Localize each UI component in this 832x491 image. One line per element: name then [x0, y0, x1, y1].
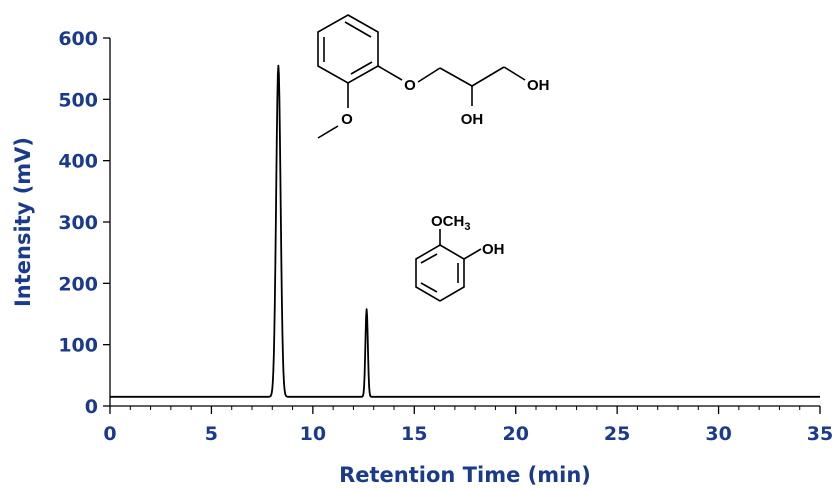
x-tick-label: 10 [300, 423, 326, 445]
aromatic-bond [420, 282, 438, 293]
x-tick-label: 20 [502, 423, 528, 445]
axes: 0 100 200 300 400 500 600 0 5 10 15 20 25 30 35 [58, 28, 832, 445]
x-tick-label: 35 [807, 423, 832, 445]
y-ticks: 0 100 200 300 400 500 600 [58, 28, 110, 418]
x-axis-title: Retention Time (min) [339, 463, 591, 487]
bond [471, 66, 505, 87]
peak-markers [278, 66, 366, 310]
bond [463, 248, 482, 260]
bond [317, 125, 339, 139]
y-tick-label: 400 [58, 151, 98, 173]
och3-main: OCH [431, 213, 464, 230]
benzene-ring [415, 244, 465, 302]
aromatic-bond [350, 61, 373, 75]
atom-label-oh-terminal: OH [527, 77, 550, 94]
aromatic-bond [420, 253, 438, 264]
x-tick-label: 25 [604, 423, 630, 445]
x-minor-ticks [129, 406, 801, 410]
y-tick-label: 0 [85, 396, 98, 418]
atom-label-oh: OH [482, 241, 505, 258]
x-tick-label: 5 [205, 423, 218, 445]
y-tick-label: 200 [58, 273, 98, 295]
x-tick-label: 15 [401, 423, 427, 445]
x-tick-label: 30 [705, 423, 731, 445]
y-tick-label: 300 [58, 212, 98, 234]
bond [503, 66, 526, 81]
x-ticks: 0 5 10 15 20 25 30 35 [103, 406, 832, 445]
y-tick-label: 500 [58, 89, 98, 111]
y-tick-label: 600 [58, 28, 98, 50]
x-tick-label: 0 [103, 423, 116, 445]
bond [439, 67, 473, 87]
bond [417, 67, 441, 83]
chromatogram-trace [109, 64, 821, 398]
benzene-ring [317, 14, 379, 84]
bond [377, 65, 403, 81]
guaiacol-structure [415, 229, 482, 302]
atom-label-oh-side: OH [461, 111, 484, 128]
y-tick-label: 100 [58, 335, 98, 357]
atom-label-o-ring: O [404, 77, 416, 94]
y-axis-title: Intensity (mV) [11, 137, 35, 307]
och3-subscript: 3 [464, 221, 470, 233]
atom-label-o-methoxy: O [341, 111, 353, 128]
aromatic-bond [344, 21, 372, 38]
guaifenesin-structure [317, 14, 526, 139]
atom-label-och3: OCH3 [431, 213, 470, 233]
